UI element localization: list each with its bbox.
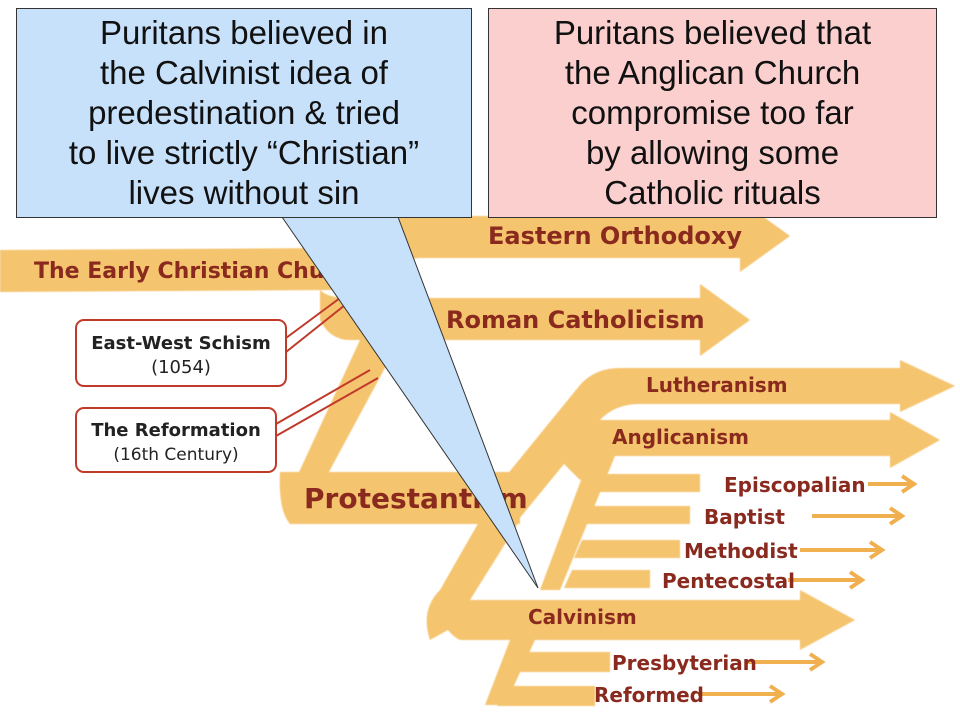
lutheranism-label: Lutheranism: [646, 373, 788, 397]
presbyterian-arrow: [512, 652, 610, 672]
presbyterian-label: Presbyterian: [612, 651, 757, 675]
callout-left-tail: [281, 216, 539, 589]
lutheranism-arrow: [470, 360, 955, 530]
schism-pointer: [285, 297, 346, 353]
reformation-note-box: [75, 407, 277, 473]
protestantism-arrow: [279, 472, 520, 524]
reformation-title: The Reformation: [91, 420, 261, 441]
methodist-arrow: [574, 540, 680, 558]
schism-title: East-West Schism: [91, 333, 271, 354]
reformed-tail-arrow: [698, 684, 786, 704]
callout-left-text: Puritans believed in the Calvinist idea …: [68, 14, 420, 211]
baptist-arrow: [584, 506, 690, 524]
episcopalian-tail-arrow: [868, 474, 918, 494]
eastern-orthodoxy-label: Eastern Orthodoxy: [488, 222, 742, 250]
reformation-pointer: [275, 369, 379, 437]
reformation-date: (16th Century): [113, 445, 238, 465]
schism-date: (1054): [151, 357, 211, 378]
schism-note-box: [75, 319, 287, 387]
reformed-label: Reformed: [594, 683, 704, 707]
methodist-label: Methodist: [684, 539, 798, 563]
episcopalian-label: Episcopalian: [724, 473, 866, 497]
reformation-note: The Reformation (16th Century): [75, 369, 379, 473]
episcopalian-arrow: [592, 474, 700, 492]
callout-left: Puritans believed in the Calvinist idea …: [16, 8, 472, 218]
trunk-label: The Early Christian Church: [34, 259, 364, 284]
schism-note: East-West Schism (1054): [75, 297, 346, 387]
roman-catholicism-label: Roman Catholicism: [446, 306, 705, 334]
trunk-arrow: [0, 248, 335, 292]
anglicanism-arrow: [560, 412, 940, 480]
callout-right: Puritans believed that the Anglican Chur…: [488, 8, 937, 218]
pentecostal-label: Pentecostal: [662, 569, 795, 593]
baptist-label: Baptist: [704, 505, 785, 529]
anglicanism-label: Anglicanism: [612, 425, 749, 449]
arrow-shapes: [0, 200, 955, 706]
eastern-orthodoxy-arrow: [300, 200, 790, 290]
calvinism-arrow: [440, 590, 855, 650]
presbyterian-tail-arrow: [745, 652, 826, 672]
baptist-tail-arrow: [812, 506, 906, 526]
calvinism-label: Calvinism: [528, 605, 637, 629]
reformed-arrow: [497, 686, 595, 706]
methodist-tail-arrow: [800, 540, 886, 560]
callout-right-text: Puritans believed that the Anglican Chur…: [553, 14, 872, 211]
small-outline-arrows: [698, 474, 918, 704]
pentecostal-tail-arrow: [788, 570, 866, 590]
pentecostal-arrow: [564, 570, 650, 588]
